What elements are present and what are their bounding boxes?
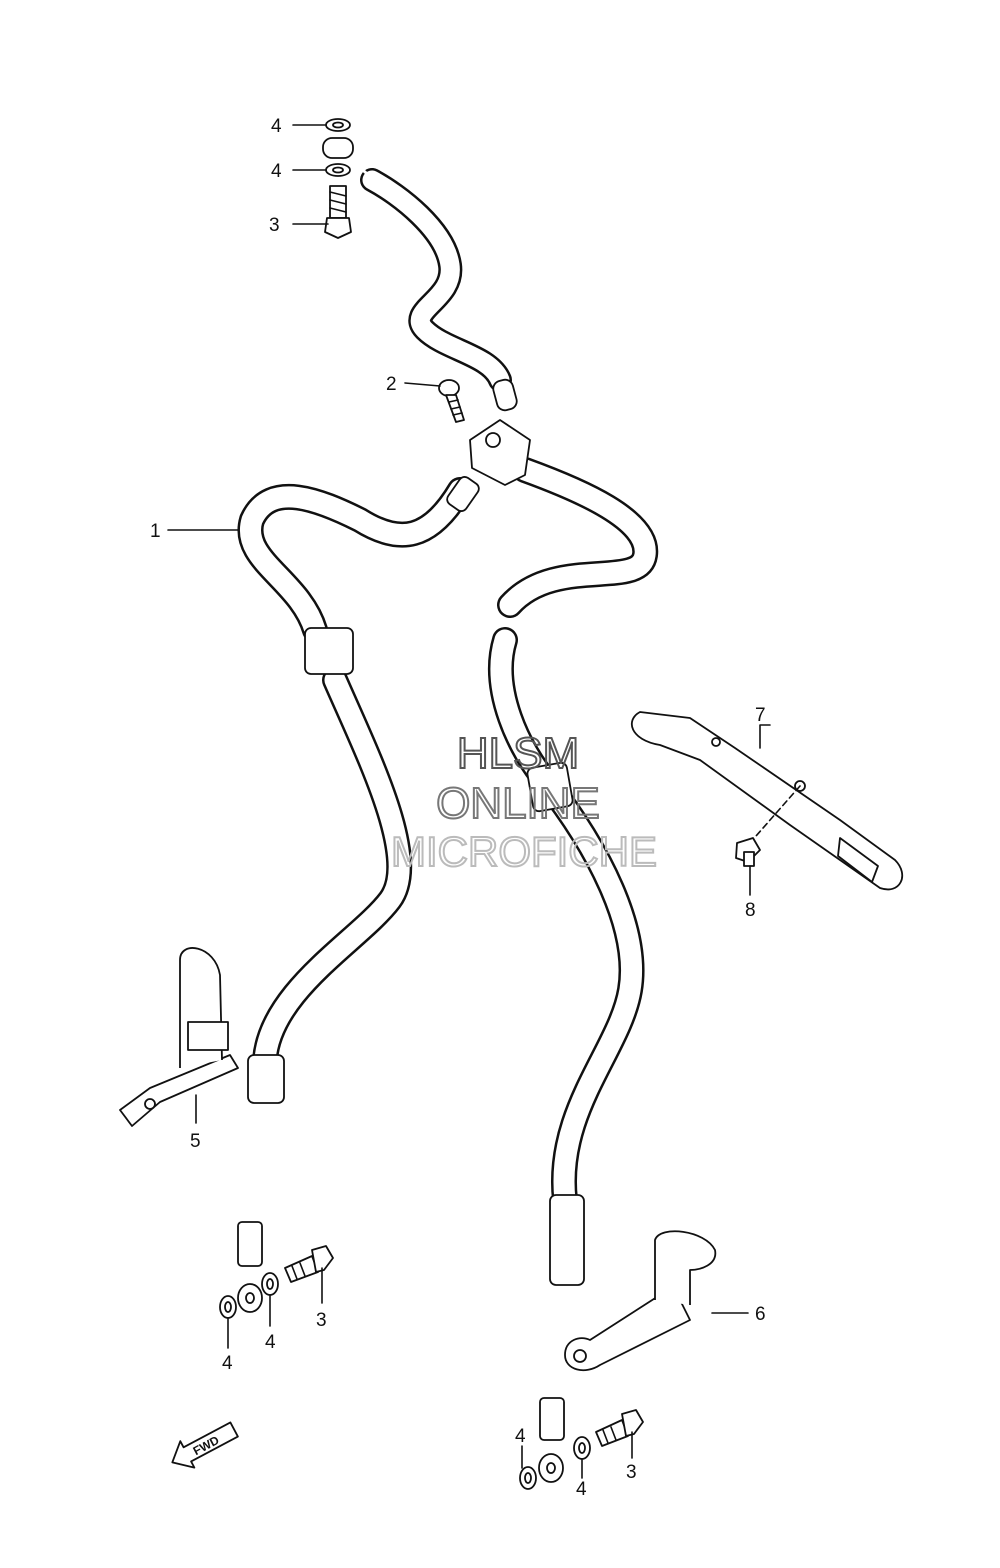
callout-4: 4 xyxy=(271,116,282,137)
brake-hose-left xyxy=(237,477,473,1292)
callout-5: 5 xyxy=(190,1131,201,1152)
washer-right-inner xyxy=(573,1436,591,1460)
bracket-bolt xyxy=(735,837,761,867)
bleeder-bolt xyxy=(438,379,465,423)
callout-4: 4 xyxy=(576,1479,587,1500)
callout-4: 4 xyxy=(515,1426,526,1447)
leader-lines xyxy=(167,124,801,1479)
washer-top-1 xyxy=(325,118,351,132)
hose-clamp-left xyxy=(119,947,239,1127)
callout-3: 3 xyxy=(316,1310,327,1331)
callout-8: 8 xyxy=(745,900,756,921)
banjo-fitting-right xyxy=(538,1453,564,1483)
callout-4: 4 xyxy=(222,1353,233,1374)
callout-3: 3 xyxy=(626,1462,637,1483)
banjo-fitting-top xyxy=(322,137,354,159)
banjo-bolt-top xyxy=(324,185,352,239)
brake-hose-right xyxy=(488,457,659,1462)
brake-hose-upper xyxy=(341,150,518,412)
callout-4: 4 xyxy=(271,161,282,182)
callout-1: 1 xyxy=(150,521,161,542)
watermark-line-2: ONLINE xyxy=(436,779,600,828)
washer-left-inner xyxy=(261,1272,279,1296)
banjo-bolt-right xyxy=(595,1409,644,1447)
banjo-fitting-left xyxy=(237,1283,263,1313)
hose-guide-bracket xyxy=(630,711,904,891)
fwd-arrow-icon: FWD xyxy=(171,1421,239,1469)
washer-left-outer xyxy=(219,1295,237,1319)
washer-top-2 xyxy=(325,163,351,177)
watermark: HLSM ONLINE MICROFICHE xyxy=(390,728,658,876)
callout-6: 6 xyxy=(755,1304,766,1325)
washer-right-outer xyxy=(519,1466,537,1490)
banjo-bolt-left xyxy=(284,1245,334,1283)
callout-7: 7 xyxy=(755,705,766,726)
callout-2: 2 xyxy=(386,374,397,395)
watermark-line-3: MICROFICHE xyxy=(391,828,657,875)
callouts: 4 4 3 2 1 7 8 5 3 4 4 6 4 4 3 xyxy=(150,116,766,1500)
watermark-line-1: HLSM xyxy=(457,729,579,778)
callout-3: 3 xyxy=(269,215,280,236)
callout-4: 4 xyxy=(265,1332,276,1353)
hose-joint xyxy=(446,419,531,512)
hose-clamp-right xyxy=(564,1230,717,1372)
